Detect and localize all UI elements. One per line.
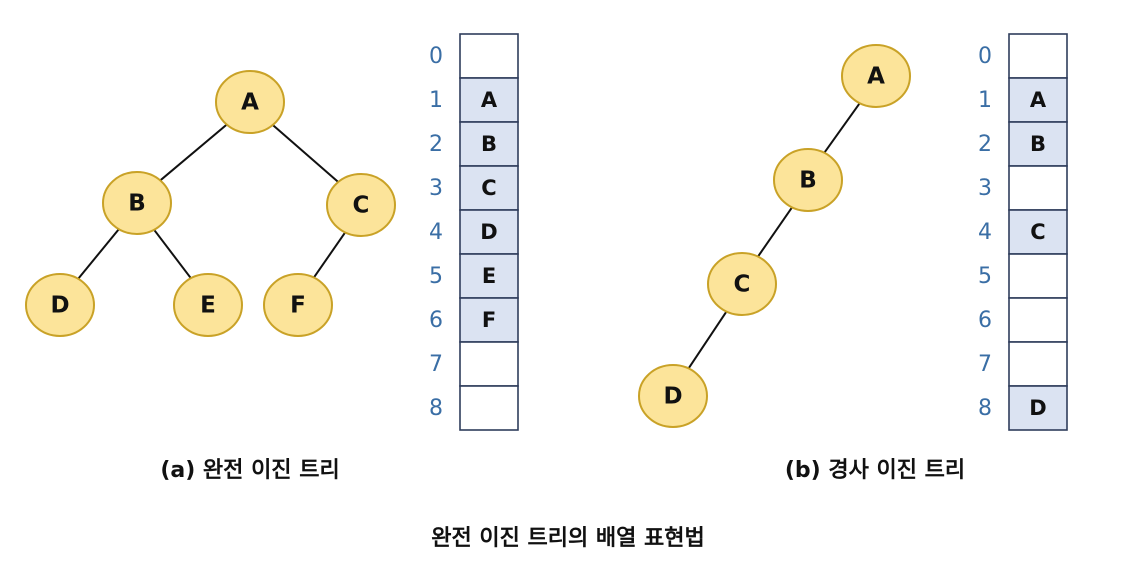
tree-b-node-C	[707, 252, 777, 316]
array-b-index-7: 7	[978, 352, 992, 377]
array-b-cell-7	[1008, 341, 1068, 387]
array-b-index-2: 2	[978, 132, 992, 157]
tree-b-node-A	[841, 44, 911, 108]
array-a-value-2: B	[481, 132, 497, 156]
array-b-index-5: 5	[978, 264, 992, 289]
array-b-cell-0	[1008, 33, 1068, 79]
tree-a-node-A	[215, 70, 285, 134]
array-a-value-3: C	[481, 176, 496, 200]
array-a-index-0: 0	[429, 44, 443, 69]
array-a-value-1: A	[481, 88, 498, 112]
tree-a-node-label-D: D	[50, 293, 69, 319]
array-a-value-4: D	[480, 220, 497, 244]
tree-a-node-label-E: E	[200, 293, 216, 319]
array-a-cell-2	[459, 121, 519, 167]
page-title: 완전 이진 트리의 배열 표현법	[431, 526, 705, 551]
array-a-index-3: 3	[429, 176, 443, 201]
tree-a-edge-C-F	[311, 228, 348, 282]
array-b-cell-4	[1008, 209, 1068, 255]
array-a-value-5: E	[482, 264, 496, 288]
array-a-index-6: 6	[429, 308, 443, 333]
tree-a-node-D	[25, 273, 95, 337]
tree-a-edge-B-D	[74, 225, 123, 283]
tree-a-node-E	[173, 273, 243, 337]
array-b-index-8: 8	[978, 396, 992, 421]
array-b-cell-5	[1008, 253, 1068, 299]
tree-b-node-label-D: D	[663, 384, 682, 410]
array-a-cell-3	[459, 165, 519, 211]
array-b-cell-2	[1008, 121, 1068, 167]
array-b-value-8: D	[1029, 396, 1046, 420]
array-a-index-1: 1	[429, 88, 443, 113]
tree-b-node-label-B: B	[799, 168, 817, 194]
tree-a-node-label-C: C	[353, 193, 370, 219]
array-b-index-1: 1	[978, 88, 992, 113]
array-a-cell-6	[459, 297, 519, 343]
panel-b-caption: (b) 경사 이진 트리	[784, 458, 966, 483]
tree-b-node-B	[773, 148, 843, 212]
array-a-cell-5	[459, 253, 519, 299]
array-b-index-3: 3	[978, 176, 992, 201]
tree-b-node-label-C: C	[734, 272, 751, 298]
array-a-index-8: 8	[429, 396, 443, 421]
array-b-value-2: B	[1030, 132, 1046, 156]
array-a-index-2: 2	[429, 132, 443, 157]
tree-a-node-label-A: A	[241, 90, 259, 116]
array-b-cell-8	[1008, 385, 1068, 431]
array-a-index-5: 5	[429, 264, 443, 289]
array-a-cell-8	[459, 385, 519, 431]
tree-a-node-F	[263, 273, 333, 337]
tree-b-node-D	[638, 364, 708, 428]
array-b-value-1: A	[1030, 88, 1047, 112]
array-b-value-4: C	[1030, 220, 1045, 244]
array-a-cell-7	[459, 341, 519, 387]
tree-a-node-label-B: B	[128, 191, 146, 217]
array-a-value-6: F	[482, 308, 496, 332]
array-b-index-6: 6	[978, 308, 992, 333]
panel-a-caption: (a) 완전 이진 트리	[160, 458, 340, 483]
array-a-cell-4	[459, 209, 519, 255]
array-a-index-7: 7	[429, 352, 443, 377]
tree-a-edge-A-B	[155, 120, 232, 185]
array-a-cell-0	[459, 33, 519, 79]
array-a-cell-1	[459, 77, 519, 123]
tree-a-node-label-F: F	[290, 293, 306, 319]
tree-a-edge-B-E	[151, 226, 194, 282]
tree-b-edge-C-D	[685, 308, 730, 372]
array-b-cell-6	[1008, 297, 1068, 343]
tree-a-edge-A-C	[268, 120, 343, 187]
array-b-index-4: 4	[978, 220, 992, 245]
array-b-cell-3	[1008, 165, 1068, 211]
tree-a-node-C	[326, 173, 396, 237]
array-b-index-0: 0	[978, 44, 992, 69]
tree-b-node-label-A: A	[867, 64, 885, 90]
tree-a-node-B	[102, 171, 172, 235]
tree-b-edge-B-C	[755, 203, 795, 261]
tree-b-edge-A-B	[821, 99, 863, 157]
array-a-index-4: 4	[429, 220, 443, 245]
